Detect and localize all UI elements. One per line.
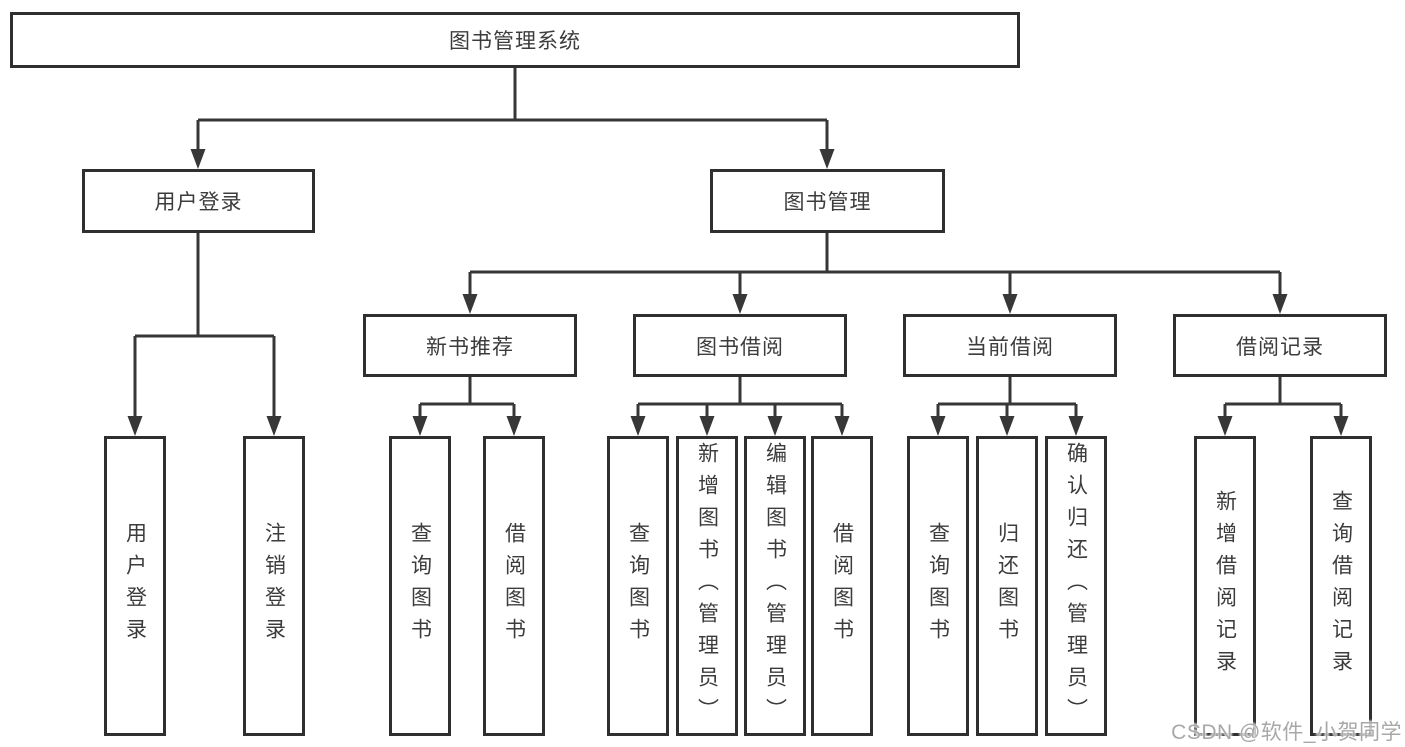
leaf-query-books-current: 查询图书 [907, 436, 969, 736]
leaf-add-books-admin: 新增图书（管理员） [676, 436, 738, 736]
node-label: 借阅记录 [1236, 335, 1324, 359]
watermark: CSDN @软件_小贺同学 [1171, 721, 1402, 744]
leaf-borrow-books-borrowing: 借阅图书 [811, 436, 873, 736]
node-new-book-recommendation: 新书推荐 [363, 314, 577, 377]
node-borrowing-records: 借阅记录 [1173, 314, 1387, 377]
leaf-logout: 注销登录 [243, 436, 305, 736]
leaf-return-books: 归还图书 [976, 436, 1038, 736]
node-label: 当前借阅 [966, 335, 1054, 359]
leaf-borrow-books-recommendation: 借阅图书 [483, 436, 545, 736]
node-label: 图书借阅 [696, 335, 784, 359]
leaf-label: 借阅图书 [830, 522, 854, 650]
leaf-query-books-borrowing: 查询图书 [607, 436, 669, 736]
leaf-label: 新增图书（管理员） [695, 442, 719, 730]
leaf-query-books-recommendation: 查询图书 [389, 436, 451, 736]
node-label: 图书管理 [783, 191, 872, 214]
node-user-login: 用户登录 [82, 169, 315, 233]
leaf-add-borrowing-record: 新增借阅记录 [1194, 436, 1256, 736]
leaf-user-login: 用户登录 [104, 436, 166, 736]
leaf-label: 新增借阅记录 [1213, 490, 1237, 682]
node-label: 新书推荐 [426, 335, 514, 359]
node-book-borrowing: 图书借阅 [633, 314, 847, 377]
leaf-label: 查询图书 [408, 522, 432, 650]
leaf-edit-books-admin: 编辑图书（管理员） [744, 436, 806, 736]
node-label: 用户登录 [154, 191, 243, 214]
node-library-management-system: 图书管理系统 [10, 12, 1020, 68]
leaf-label: 确认归还（管理员） [1064, 442, 1088, 730]
leaf-query-borrowing-record: 查询借阅记录 [1310, 436, 1372, 736]
node-current-borrowing: 当前借阅 [903, 314, 1117, 377]
leaf-label: 查询借阅记录 [1329, 490, 1353, 682]
leaf-label: 查询图书 [926, 522, 950, 650]
leaf-confirm-return-admin: 确认归还（管理员） [1045, 436, 1107, 736]
leaf-label: 查询图书 [626, 522, 650, 650]
leaf-label: 用户登录 [123, 522, 147, 650]
node-book-management: 图书管理 [710, 169, 945, 233]
leaf-label: 编辑图书（管理员） [763, 442, 787, 730]
node-label: 图书管理系统 [449, 30, 581, 53]
leaf-label: 注销登录 [262, 522, 286, 650]
leaf-label: 归还图书 [995, 522, 1019, 650]
leaf-label: 借阅图书 [502, 522, 526, 650]
